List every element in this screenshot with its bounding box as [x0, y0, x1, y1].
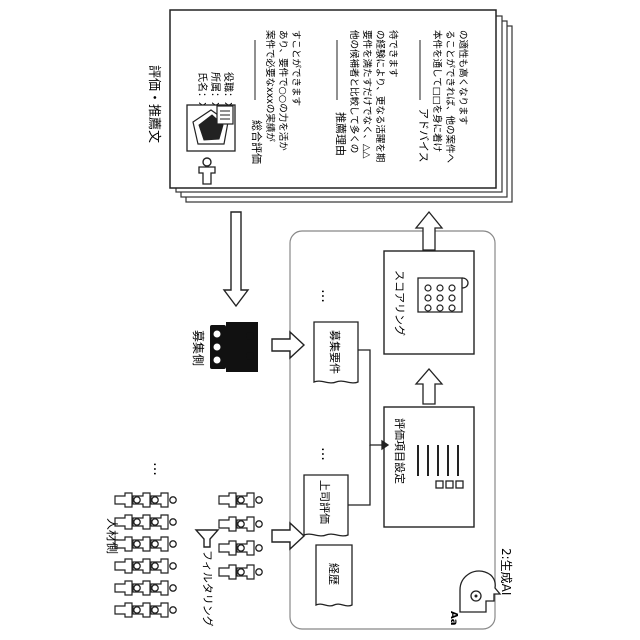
talent-side-label: 人材側	[105, 518, 119, 554]
reason-line-2: 要件を満たすだけでなく、△△	[361, 30, 373, 159]
arrow-to-recruiter	[224, 212, 248, 306]
reason-line-1: 他の候補者と比較して多くの	[348, 30, 360, 153]
person-icon	[151, 581, 176, 595]
person-icon	[219, 541, 244, 555]
scoring-label: スコアリング	[393, 270, 407, 336]
person-icon	[237, 565, 262, 579]
reason-line-3: の経験により、更なる活躍を期	[374, 30, 386, 162]
person-icon	[133, 603, 158, 617]
person-icon	[133, 581, 158, 595]
person-icon	[115, 493, 140, 507]
advice-line-3: の適性も高くなります	[457, 30, 469, 125]
radar-chart-icon	[187, 105, 235, 151]
advice-heading: アドバイス	[417, 108, 430, 163]
person-icon	[133, 559, 158, 573]
person-icon	[237, 493, 262, 507]
ai-badge-text: Aa	[448, 611, 459, 626]
person-icon	[115, 603, 140, 617]
overall-line-3: すことができます	[290, 30, 302, 106]
career-label: 経歴	[327, 563, 340, 585]
overall-line-2: あり、要件で○○の力を活か	[277, 30, 289, 151]
person-icon	[151, 493, 176, 507]
advice-line-1: 本件を通して□□を身に着け	[431, 30, 443, 152]
talent-pool	[115, 493, 176, 617]
recruiter-side-label: 募集側	[191, 330, 206, 366]
recruiter-group-icon	[210, 322, 258, 372]
advice-line-2: ることができれば、他の案件へ	[444, 30, 456, 164]
person-icon	[151, 603, 176, 617]
filter-funnel-icon	[196, 530, 218, 547]
person-icon	[219, 565, 244, 579]
overall-line-1: 案件で必要なxxxの実績が	[264, 30, 276, 142]
person-icon	[151, 515, 176, 529]
person-icon	[115, 559, 140, 573]
filtered-talent	[219, 493, 262, 579]
reason-heading: 推薦理由	[334, 112, 348, 156]
person-icon	[133, 537, 158, 551]
item-setting-label: 評価項目設定	[393, 418, 407, 484]
report-title: 評価・推薦文	[146, 65, 161, 143]
talent-ellipsis: …	[150, 462, 166, 476]
person-icon	[151, 537, 176, 551]
person-icon	[219, 517, 244, 531]
supervisor-ellipsis: …	[318, 447, 334, 461]
scoresheet-icon	[418, 278, 468, 312]
reason-line-4: 待できます	[387, 30, 399, 78]
person-icon	[133, 515, 158, 529]
generative-ai-label: 2:生成AI	[499, 548, 513, 595]
recruit-requirements-label: 募集要件	[328, 330, 342, 374]
person-icon	[151, 559, 176, 573]
filtering-label: フィルタリング	[201, 550, 215, 627]
person-icon	[237, 541, 262, 555]
overall-heading: 総合評価	[250, 120, 264, 164]
person-icon	[133, 493, 158, 507]
person-icon	[115, 581, 140, 595]
requirements-ellipsis: …	[318, 289, 334, 303]
person-icon	[219, 493, 244, 507]
supervisor-eval-label: 上司評価	[318, 480, 332, 524]
person-icon	[237, 517, 262, 531]
